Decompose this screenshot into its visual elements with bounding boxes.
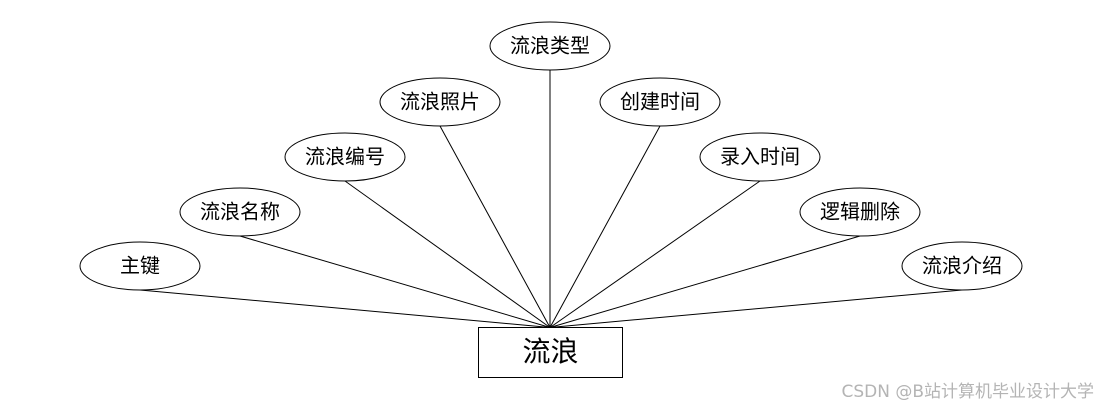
attribute-label-photo: 流浪照片 <box>400 90 480 114</box>
attribute-ellipse-photo <box>379 77 501 127</box>
attribute-ellipse-created <box>599 77 721 127</box>
attribute-ellipse-deleted <box>799 187 921 237</box>
connector-entered <box>549 180 761 328</box>
attribute-intro: 流浪介绍 <box>901 241 1023 291</box>
connector-created <box>549 125 661 328</box>
entity-box: 流浪 <box>478 327 623 378</box>
connector-name <box>239 235 551 328</box>
attribute-name: 流浪名称 <box>179 187 301 237</box>
connector-lines <box>139 70 963 328</box>
attribute-ellipse-pk <box>79 241 201 291</box>
connector-intro <box>549 289 963 328</box>
attribute-ellipse-intro <box>901 241 1023 291</box>
connector-photo <box>439 125 551 328</box>
attribute-ellipse-name <box>179 187 301 237</box>
watermark: CSDN @B站计算机毕业设计大学 <box>841 382 1094 402</box>
attribute-label-deleted: 逻辑删除 <box>820 200 900 224</box>
attribute-type: 流浪类型 <box>489 21 611 71</box>
attribute-photo: 流浪照片 <box>379 77 501 127</box>
attribute-deleted: 逻辑删除 <box>799 187 921 237</box>
attribute-label-intro: 流浪介绍 <box>922 254 1002 278</box>
connector-deleted <box>549 235 861 328</box>
entity-rectangle <box>478 327 623 378</box>
connector-number <box>344 180 551 328</box>
attribute-label-name: 流浪名称 <box>200 200 280 224</box>
attribute-number: 流浪编号 <box>284 132 406 182</box>
attribute-label-created: 创建时间 <box>620 90 700 114</box>
attribute-ellipse-number <box>284 132 406 182</box>
attribute-label-number: 流浪编号 <box>305 145 385 169</box>
attribute-label-type: 流浪类型 <box>510 34 590 58</box>
attribute-label-pk: 主键 <box>120 254 160 278</box>
attribute-entered: 录入时间 <box>699 132 821 182</box>
attribute-ellipse-entered <box>699 132 821 182</box>
attribute-created: 创建时间 <box>599 77 721 127</box>
connector-pk <box>139 289 551 328</box>
attribute-pk: 主键 <box>79 241 201 291</box>
entity-label: 流浪 <box>522 335 578 368</box>
attribute-label-entered: 录入时间 <box>720 145 800 169</box>
attribute-ellipse-type <box>489 21 611 71</box>
